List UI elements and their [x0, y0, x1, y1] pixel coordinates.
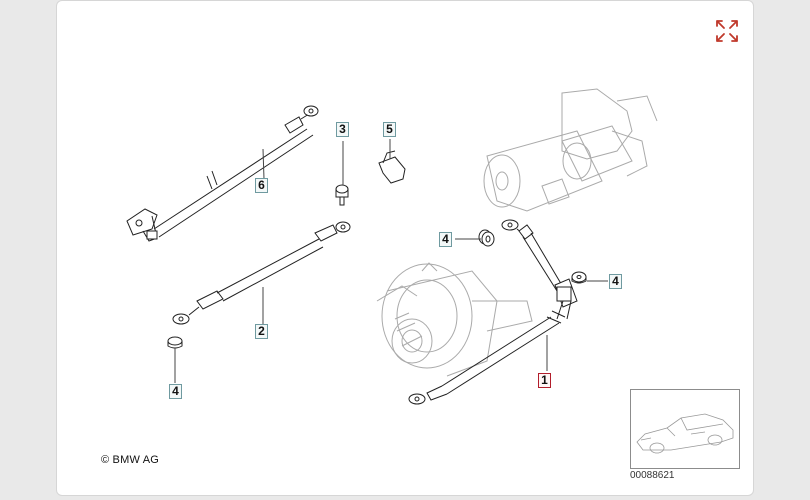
callout-2[interactable]: 2	[255, 324, 268, 339]
callout-4-right[interactable]: 4	[609, 274, 622, 289]
car-outline-icon	[636, 413, 734, 454]
part-2-cable	[172, 221, 351, 325]
expand-arrows-icon[interactable]	[715, 19, 739, 43]
starter-motor	[483, 88, 658, 212]
alternator	[376, 262, 533, 377]
callout-4-mid[interactable]: 4	[439, 232, 452, 247]
copyright-text: © BMW AG	[101, 454, 159, 466]
callout-5[interactable]: 5	[383, 122, 396, 137]
part-5-clip	[378, 150, 406, 184]
callout-4-left[interactable]: 4	[169, 384, 182, 399]
part-4-nut-right	[571, 271, 587, 284]
part-3-bolt	[335, 184, 349, 206]
part-6-cable	[126, 105, 319, 242]
document-number: 00088621	[630, 470, 675, 481]
part-4-nut-mid	[478, 229, 495, 247]
callout-1[interactable]: 1	[538, 373, 551, 388]
car-thumbnail	[630, 389, 740, 469]
callout-6[interactable]: 6	[255, 178, 268, 193]
diagram-card: 6 3 5 2 4 4 4 1 © BMW AG 00088621	[56, 0, 754, 496]
callout-3[interactable]: 3	[336, 122, 349, 137]
parts-diagram	[126, 88, 658, 405]
part-4-nut-left	[167, 336, 183, 349]
part-1-cable	[408, 219, 578, 405]
